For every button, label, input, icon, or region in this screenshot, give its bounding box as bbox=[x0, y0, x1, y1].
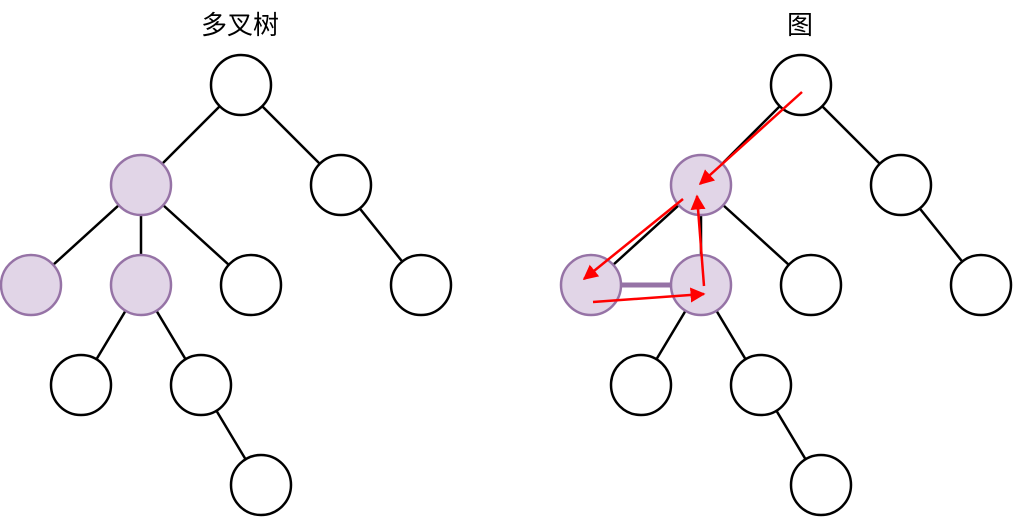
graph-arrow-c-d bbox=[592, 287, 706, 304]
tree-node-i bbox=[229, 453, 293, 517]
graph-node-c bbox=[559, 253, 623, 317]
graph-node-d bbox=[669, 253, 733, 317]
graph-node-i bbox=[789, 453, 853, 517]
tree-node-g bbox=[49, 353, 113, 417]
tree-node-b bbox=[309, 153, 373, 217]
graph-node-f bbox=[949, 253, 1013, 317]
graph-node-b bbox=[869, 153, 933, 217]
graph-arrow-a-c bbox=[582, 198, 684, 280]
tree-node-f bbox=[389, 253, 453, 317]
graph-arrow-d-a bbox=[690, 194, 706, 287]
tree-node-c bbox=[0, 253, 63, 317]
graph-node-h bbox=[729, 353, 793, 417]
tree-title: 多叉树 bbox=[200, 11, 279, 41]
graph-title: 图 bbox=[786, 11, 813, 41]
tree-node-e bbox=[219, 253, 283, 317]
graph-node-g bbox=[609, 353, 673, 417]
graph-arrow-root-a bbox=[698, 91, 803, 186]
tree-node-root bbox=[209, 53, 273, 117]
graph-node-root bbox=[769, 53, 833, 117]
tree-node-h bbox=[169, 353, 233, 417]
tree-node-a bbox=[109, 153, 173, 217]
tree-node-d bbox=[109, 253, 173, 317]
graph-node-e bbox=[779, 253, 843, 317]
